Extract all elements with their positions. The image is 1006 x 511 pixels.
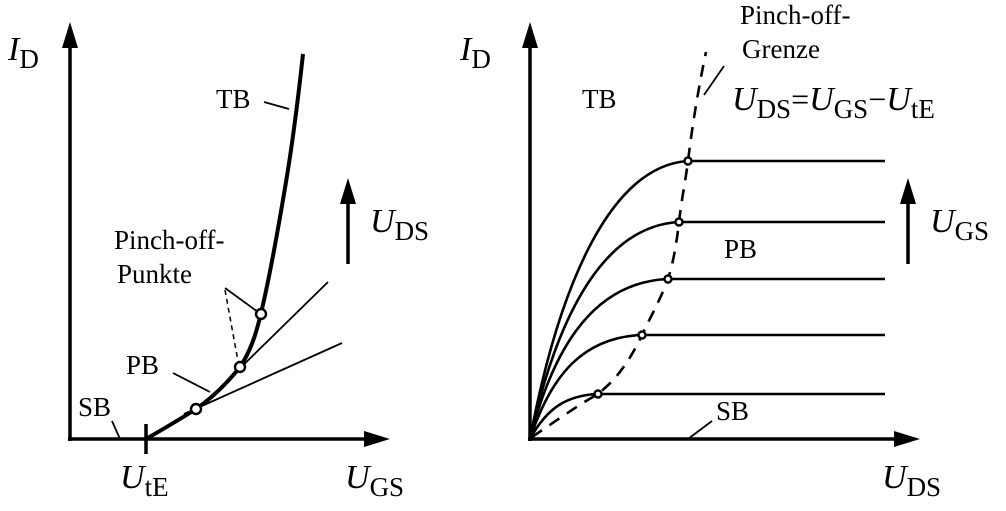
- ugs-increase-arrowhead: [900, 178, 916, 204]
- pinch-off-marker: [683, 156, 693, 166]
- pinch-pointer-line: [224, 289, 239, 362]
- boundary-pointer-line: [703, 65, 725, 96]
- y-axis-label-right: ID: [459, 31, 491, 74]
- x-axis-arrowhead-left: [364, 431, 390, 447]
- pinch-off-marker: [593, 389, 603, 399]
- output-curve: [528, 392, 885, 440]
- output-curve: [528, 277, 885, 440]
- output-curve: [528, 159, 885, 440]
- pinch-off-point: [233, 360, 247, 374]
- output-curve: [528, 220, 885, 440]
- tb-pointer-line: [263, 101, 290, 110]
- y-axis-arrowhead-right: [522, 22, 538, 48]
- region-tb-label-left: TB: [216, 84, 251, 114]
- pinch-pointer-line: [224, 287, 259, 313]
- x-axis-arrowhead-right: [894, 431, 920, 447]
- output-characteristics-diagram: ID UDS UGS TB PB SB Pinch-off- Grenze UD…: [459, 0, 989, 502]
- y-axis-label-left: ID: [7, 31, 39, 74]
- pinch-off-point: [189, 402, 203, 416]
- region-sb-label-right: SB: [716, 396, 749, 426]
- tangent-line-lower: [183, 342, 343, 415]
- pinch-off-points-label: Pinch-off-: [114, 225, 224, 255]
- output-curve: [528, 333, 885, 440]
- transfer-characteristic-diagram: ID UGS UtE UDS TB PB SB Pinch-off- Punkt…: [7, 22, 429, 502]
- y-axis-arrowhead-left: [62, 22, 78, 48]
- x-axis-label-left: UGS: [345, 459, 404, 502]
- pb-pointer-line: [172, 372, 211, 393]
- pinch-off-marker: [637, 330, 647, 340]
- ugs-arrow-label: UGS: [930, 203, 989, 246]
- sb-pointer-line-right: [687, 420, 713, 440]
- sb-pointer-line: [111, 420, 121, 440]
- uds-arrow-label: UDS: [370, 203, 429, 246]
- region-tb-label-right: TB: [582, 84, 617, 114]
- threshold-label: UtE: [120, 459, 169, 502]
- pinch-off-equation: UDS=UGS−UtE: [732, 81, 935, 124]
- pinch-off-marker: [663, 274, 673, 284]
- x-axis-label-right: UDS: [882, 459, 941, 502]
- pinch-off-marker: [674, 217, 684, 227]
- region-sb-label-left: SB: [78, 392, 111, 422]
- pinch-off-boundary-label-line2: Grenze: [742, 34, 820, 64]
- pinch-off-points-label-line2: Punkte: [117, 259, 192, 289]
- pinch-off-boundary-label: Pinch-off-: [740, 0, 850, 30]
- region-pb-label-left: PB: [126, 350, 159, 380]
- pinch-off-point: [254, 307, 268, 321]
- region-pb-label-right: PB: [724, 234, 757, 264]
- uds-increase-arrowhead: [340, 178, 356, 204]
